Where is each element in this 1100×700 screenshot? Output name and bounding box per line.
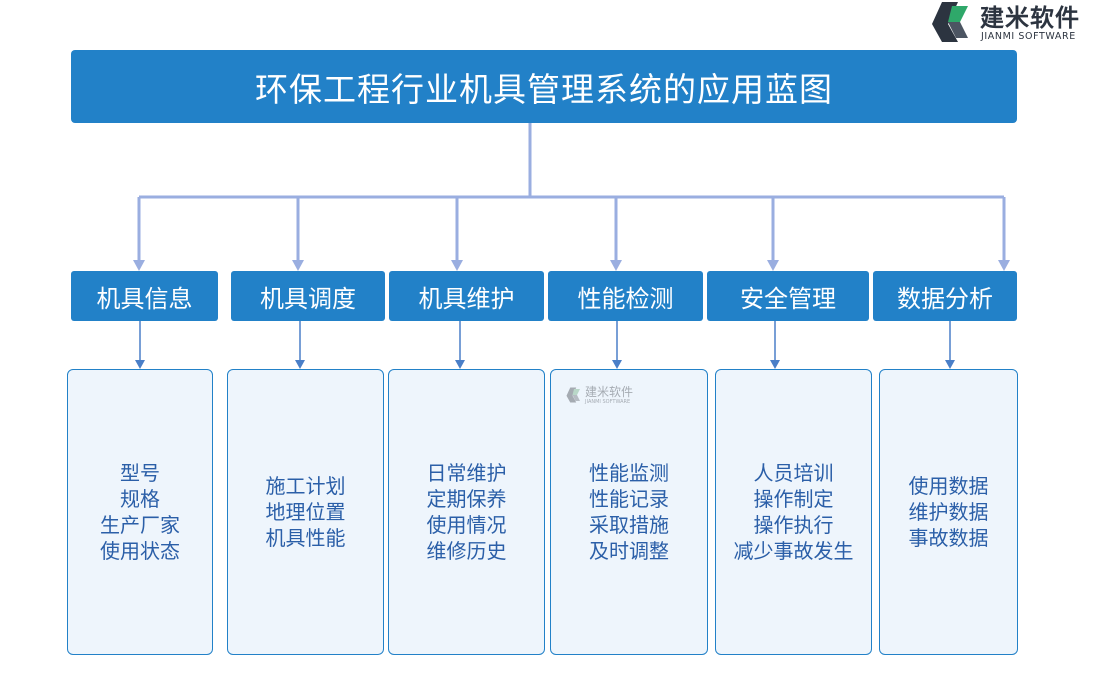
detail-item: 生产厂家 xyxy=(100,513,180,537)
category-jiju-diaodu: 机具调度 xyxy=(231,271,385,321)
detail-card-jiju-xinxi: 型号 规格 生产厂家 使用状态 xyxy=(67,369,213,655)
detail-item: 及时调整 xyxy=(589,539,669,563)
category-jiju-weihu: 机具维护 xyxy=(389,271,544,321)
detail-item: 性能记录 xyxy=(589,487,669,511)
detail-item: 事故数据 xyxy=(908,526,989,550)
detail-card-jiju-diaodu: 施工计划 地理位置 机具性能 xyxy=(227,369,384,655)
detail-item: 使用数据 xyxy=(908,474,989,498)
watermark-name-cn: 建米软件 xyxy=(585,385,634,399)
detail-item: 采取措施 xyxy=(589,513,669,537)
category-xingneng-jiance: 性能检测 xyxy=(548,271,703,321)
watermark-logo: 建米软件 JIANMI SOFTWARE xyxy=(565,384,633,410)
detail-card-anquan-guanli: 人员培训 操作制定 操作执行 减少事故发生 xyxy=(715,369,872,655)
brand-name-en: JIANMI SOFTWARE xyxy=(981,31,1076,42)
detail-item: 日常维护 xyxy=(426,461,507,485)
detail-card-shuju-fenxi: 使用数据 维护数据 事故数据 xyxy=(879,369,1018,655)
detail-item: 操作制定 xyxy=(753,487,834,511)
category-jiju-xinxi: 机具信息 xyxy=(71,271,218,321)
detail-item: 操作执行 xyxy=(753,513,834,537)
detail-item: 减少事故发生 xyxy=(733,539,854,563)
detail-item: 性能监测 xyxy=(589,461,669,485)
watermark-logo-icon xyxy=(566,387,580,403)
category-anquan-guanli: 安全管理 xyxy=(707,271,869,321)
detail-item: 人员培训 xyxy=(753,461,834,485)
brand-logo: 建米软件 JIANMI SOFTWARE xyxy=(928,0,1100,46)
detail-item: 维修历史 xyxy=(426,539,507,563)
jianmi-logo-icon xyxy=(932,2,968,42)
detail-item: 机具性能 xyxy=(265,526,346,550)
diagram-title: 环保工程行业机具管理系统的应用蓝图 xyxy=(71,50,1017,123)
watermark-name-en: JIANMI SOFTWARE xyxy=(585,399,631,405)
category-shuju-fenxi: 数据分析 xyxy=(873,271,1017,321)
detail-item: 使用情况 xyxy=(426,513,507,537)
detail-item: 地理位置 xyxy=(265,500,346,524)
detail-card-xingneng-jiance: 建米软件 JIANMI SOFTWARE 性能监测 性能记录 采取措施 及时调整 xyxy=(550,369,708,655)
detail-item: 规格 xyxy=(120,487,160,511)
detail-item: 定期保养 xyxy=(426,487,507,511)
detail-item: 型号 xyxy=(120,461,160,485)
detail-item: 维护数据 xyxy=(908,500,989,524)
detail-item: 使用状态 xyxy=(100,539,180,563)
detail-card-jiju-weihu: 日常维护 定期保养 使用情况 维修历史 xyxy=(388,369,545,655)
detail-item: 施工计划 xyxy=(265,474,346,498)
brand-name-cn: 建米软件 xyxy=(980,4,1080,32)
